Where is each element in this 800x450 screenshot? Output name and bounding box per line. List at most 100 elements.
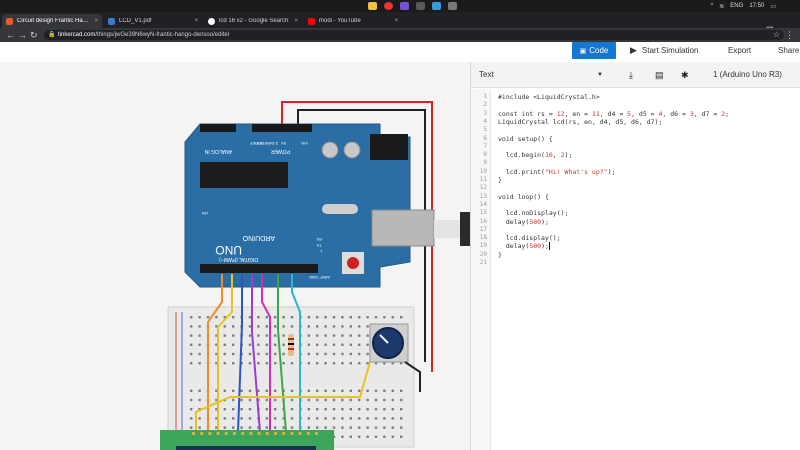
tx-label: TX (317, 243, 322, 248)
close-tab-icon[interactable]: × (194, 18, 198, 24)
breadboard-hole (265, 408, 268, 411)
breadboard-hole (282, 325, 285, 328)
code-line[interactable]: } (498, 176, 502, 184)
usb-connector[interactable] (460, 212, 470, 246)
share-button[interactable]: Share (778, 46, 800, 55)
code-line[interactable]: lcd.display(); (498, 234, 561, 243)
reload-icon[interactable]: ↻ (30, 30, 38, 40)
chrome-icon[interactable] (384, 2, 393, 10)
device-select[interactable]: 1 (Arduino Uno R3) (713, 68, 799, 82)
app-icon-3[interactable] (448, 2, 457, 10)
url-field[interactable]: tinkercad.com/things/jwGe39N6wyN-frantic… (44, 30, 784, 40)
code-line[interactable]: lcd.print("Hi! What's up?"); (498, 167, 616, 176)
breadboard-hole (324, 389, 327, 392)
breadboard-hole (223, 426, 226, 429)
code-line[interactable]: lcd.begin(16, 2); (498, 151, 573, 160)
breadboard-hole (307, 362, 310, 365)
breadboard-hole (215, 408, 218, 411)
lcd-pin (192, 432, 195, 435)
browser-tab-tinkercad[interactable]: Circuit design Frantic Hango-De... × (2, 14, 102, 28)
clock[interactable]: 17:50 (749, 3, 765, 9)
wire-orange[interactable] (207, 274, 223, 432)
wire-purple[interactable] (251, 274, 261, 433)
circuit-workspace[interactable]: ARDUINO UNO ANALOG IN POWER DIGITAL (PWM… (0, 62, 470, 450)
line-number: 14 (479, 200, 487, 208)
bookmark-star-icon[interactable]: ☆ (772, 30, 780, 39)
code-line[interactable]: LiquidCrystal lcd(rs, en, d4, d5, d6, d7… (498, 117, 663, 126)
breadboard-hole (383, 362, 386, 365)
breadboard-hole (349, 325, 352, 328)
breadboard-hole (232, 352, 235, 356)
breadboard-hole (223, 325, 226, 328)
browser-tab-youtube[interactable]: modi - YouTube × (304, 14, 402, 28)
line-number: 16 (479, 217, 487, 225)
arduino-board[interactable]: ARDUINO UNO ANALOG IN POWER DIGITAL (PWM… (184, 123, 435, 288)
breadboard-hole (341, 352, 344, 356)
language-indicator[interactable]: ENG (730, 3, 744, 9)
breadboard-hole (257, 362, 260, 365)
breadboard-hole (257, 343, 260, 346)
breadboard-hole (366, 398, 369, 402)
code-line[interactable]: #include <LiquidCrystal.h> (498, 93, 600, 101)
download-icon[interactable]: ⤓ (629, 70, 633, 80)
debugger-bug-icon[interactable]: ✱ (681, 70, 689, 80)
code-line[interactable]: void loop() { (498, 192, 549, 201)
breadboard-hole (358, 435, 361, 438)
close-tab-icon[interactable]: × (294, 18, 298, 24)
wire-yellow[interactable] (217, 274, 233, 434)
tray-up-arrow-icon[interactable]: ^ (710, 3, 714, 9)
export-button[interactable]: Export (728, 46, 752, 55)
code-line[interactable]: void setup() { (498, 134, 553, 143)
breadboard-hole (257, 325, 260, 328)
line-number: 6 (483, 134, 487, 142)
visual-studio-icon[interactable] (400, 2, 409, 10)
board-brand-label: ARDUINO (242, 234, 275, 241)
notification-icon[interactable]: ▭ (770, 3, 776, 10)
lock-icon[interactable]: 🔒 (48, 32, 56, 38)
file-explorer-icon[interactable] (368, 2, 377, 10)
wire-magenta[interactable] (261, 274, 271, 432)
browser-tab-google[interactable]: lcd 16 x2 - Google Search × (204, 14, 302, 28)
close-tab-icon[interactable]: × (394, 18, 398, 24)
app-icon-2[interactable] (432, 2, 441, 10)
breadboard-hole (374, 408, 378, 411)
forward-icon[interactable]: → (18, 30, 27, 40)
breadboard-hole (215, 334, 218, 337)
wire-black-pot[interactable] (404, 361, 421, 392)
line-number: 8 (483, 151, 487, 159)
code-mode-value: Text (479, 70, 494, 79)
close-tab-icon[interactable]: × (94, 18, 98, 24)
lcd-pins (192, 432, 318, 435)
library-icon[interactable]: ▤ (655, 70, 664, 80)
wire-cyan[interactable] (291, 274, 301, 432)
breadboard-hole (190, 426, 193, 429)
potentiometer[interactable] (369, 323, 409, 363)
code-button-label: Code (589, 46, 609, 55)
browser-menu-icon[interactable]: ⋮ (785, 30, 794, 40)
code-line[interactable]: delay(500); (498, 242, 549, 251)
code-button[interactable]: ▣ Code (572, 42, 616, 59)
back-icon[interactable]: ← (6, 30, 15, 40)
wifi-icon[interactable]: ≋ (719, 3, 725, 10)
breadboard-hole (265, 325, 268, 328)
breadboard-hole (190, 334, 193, 337)
code-mode-select[interactable]: Text ▼ (479, 68, 603, 82)
line-number: 13 (479, 192, 487, 200)
code-line[interactable]: } (498, 250, 502, 259)
app-icon[interactable] (416, 2, 425, 10)
start-simulation-button[interactable]: ▶ Start Simulation (630, 42, 698, 59)
breadboard-hole (316, 316, 319, 319)
tinkercad-favicon-icon (6, 17, 13, 25)
wire-yellow-loop[interactable] (195, 361, 371, 434)
resistor[interactable] (288, 334, 294, 356)
code-line[interactable]: const int rs = 12, en = 11, d4 = 5, d5 =… (498, 109, 729, 118)
breadboard-hole (341, 362, 344, 365)
breadboard-hole (358, 408, 361, 411)
circuit-canvas[interactable]: ARDUINO UNO ANALOG IN POWER DIGITAL (PWM… (0, 62, 470, 450)
code-line[interactable]: delay(500); (498, 217, 549, 226)
reset-label: RESET (256, 141, 270, 146)
code-line[interactable]: lcd.noDisplay(); (498, 209, 569, 218)
browser-tab-pdf[interactable]: LCD_V1.pdf × (104, 14, 202, 28)
breadboard-hole (349, 426, 352, 429)
